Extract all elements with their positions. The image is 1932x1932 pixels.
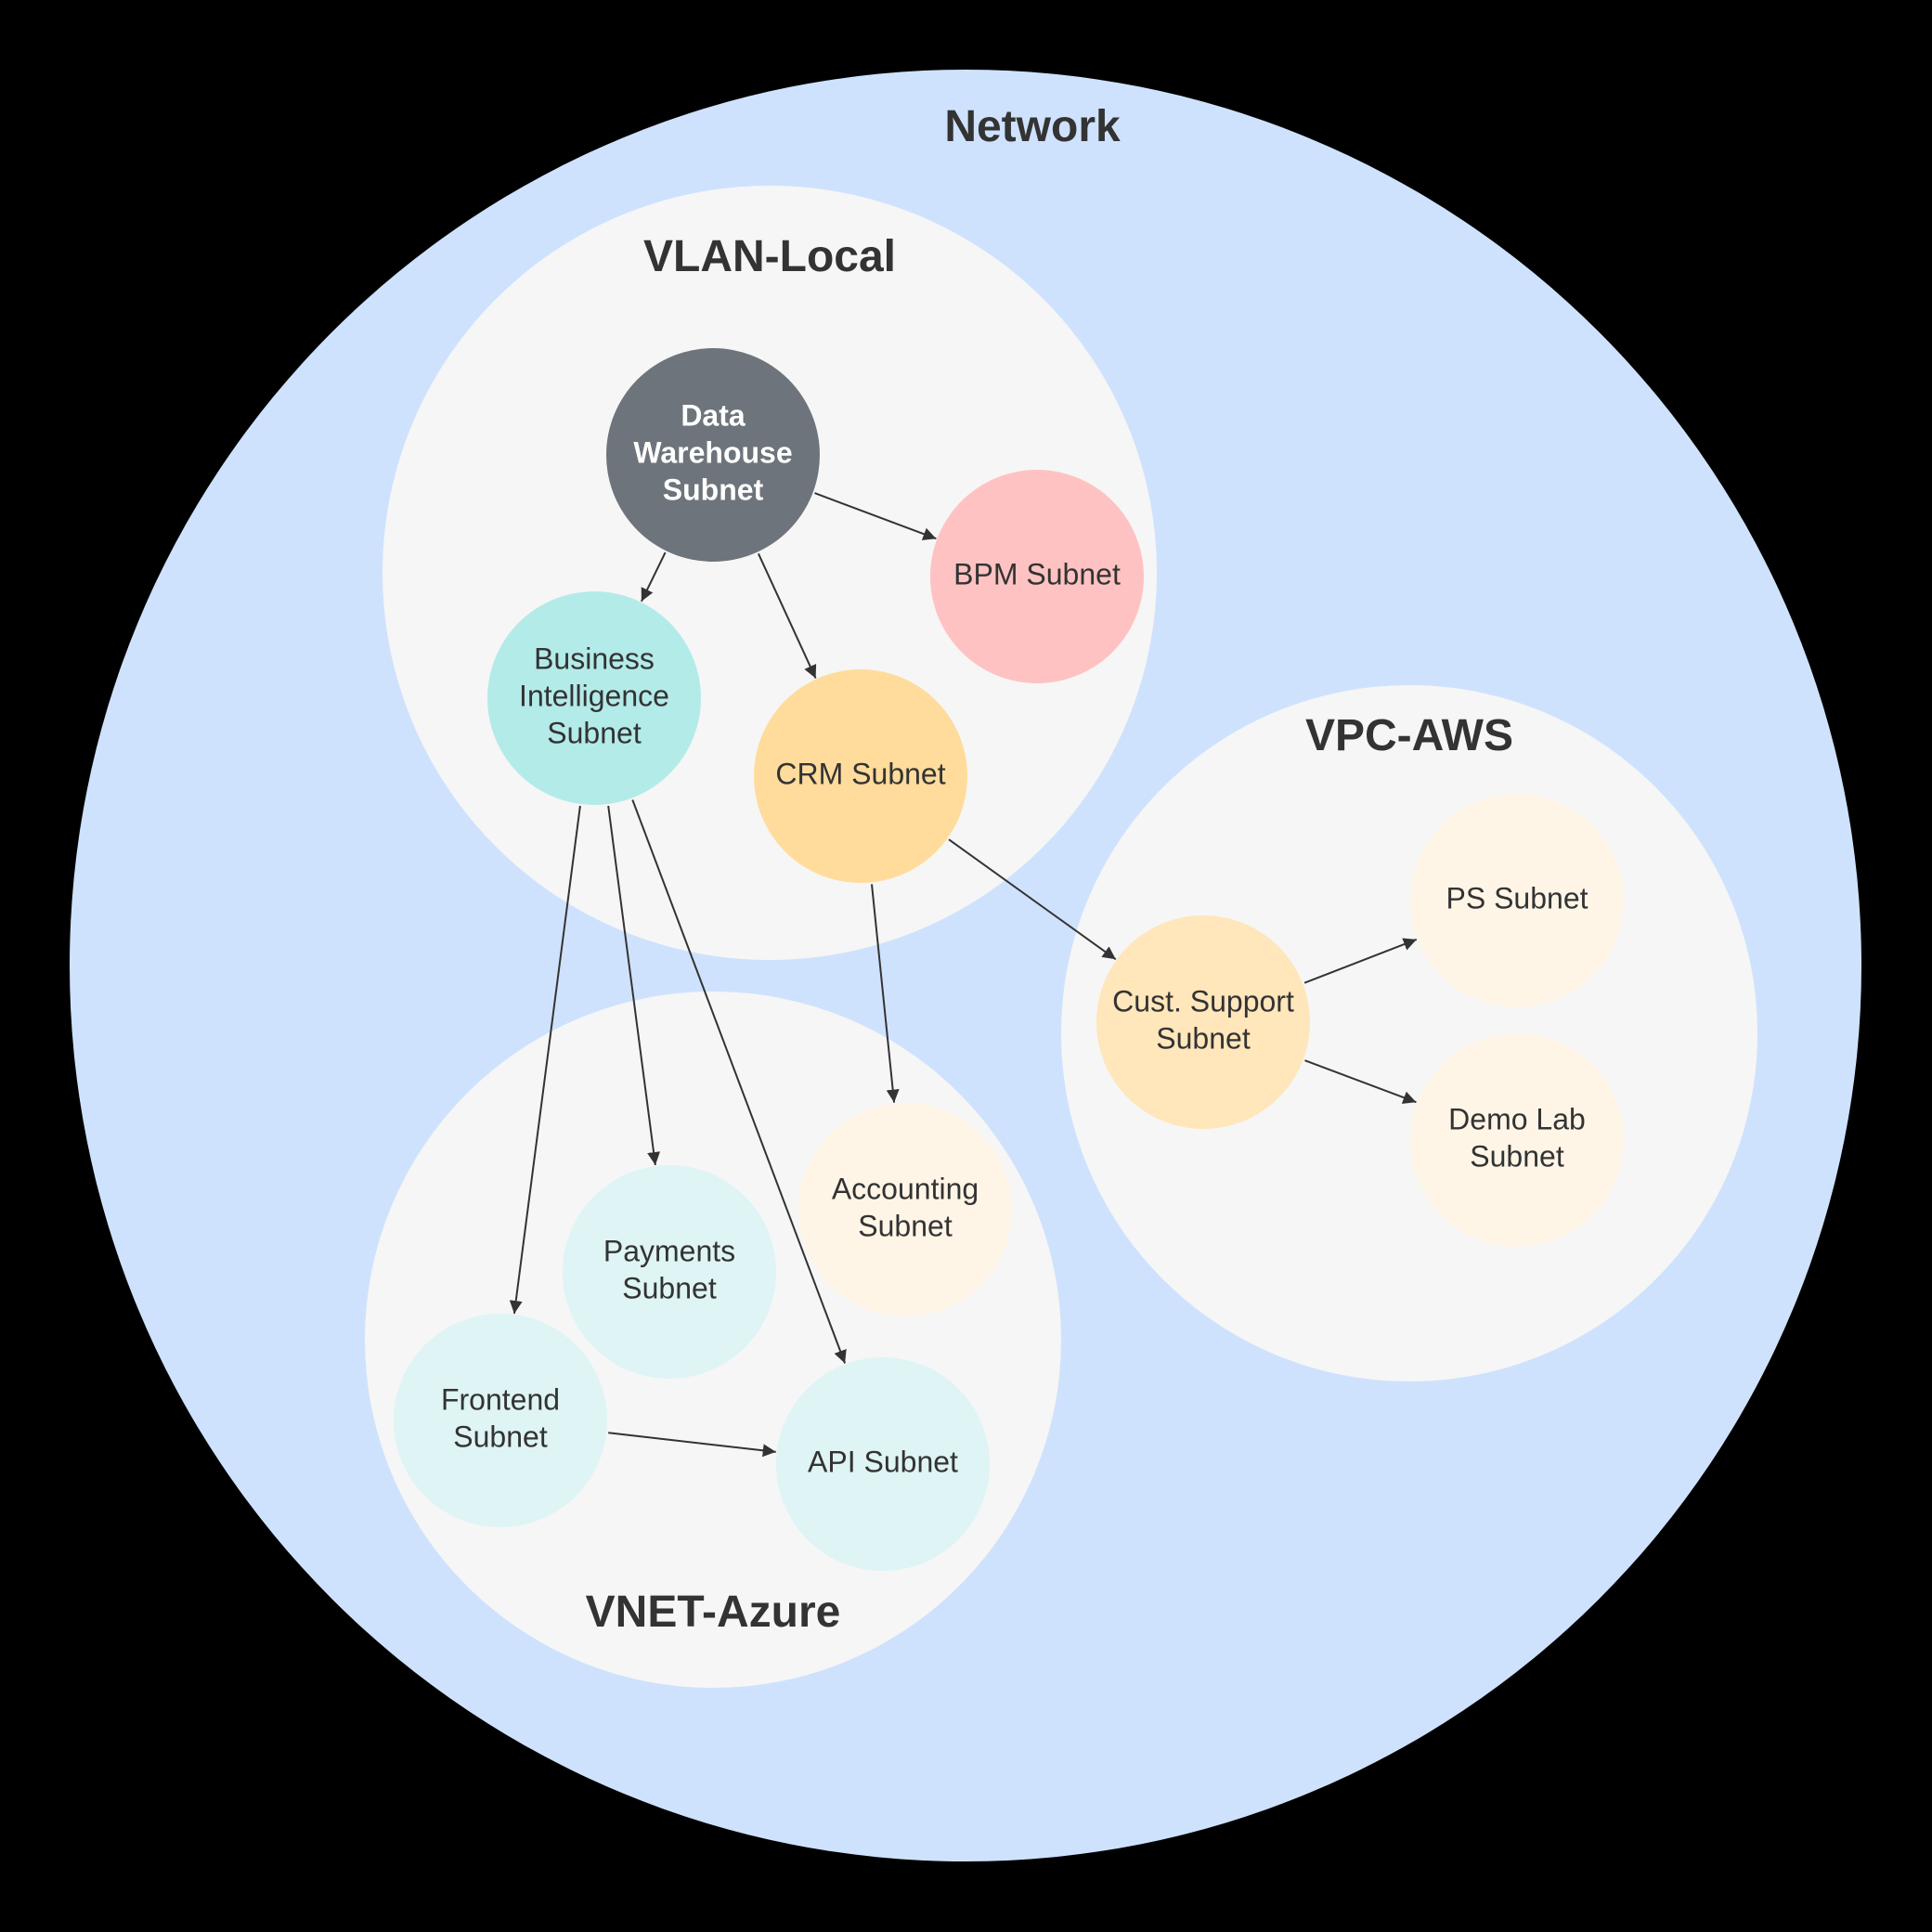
vnet-azure-title: VNET-Azure: [586, 1588, 841, 1637]
edge-bi-to-api: [631, 799, 847, 1364]
node-pay-circle: [563, 1165, 776, 1379]
node-ps: PS Subnet: [1410, 794, 1624, 1007]
node-front-label: Subnet: [453, 1420, 548, 1453]
node-crm: CRM Subnet: [754, 669, 967, 883]
node-bi-label: Subnet: [547, 716, 642, 749]
node-cs-label: Subnet: [1156, 1021, 1251, 1055]
node-acct-label: Subnet: [858, 1209, 953, 1242]
node-acct-label: Accounting: [832, 1172, 979, 1205]
edge-dw-to-bi: [641, 551, 667, 603]
node-acct-circle: [798, 1103, 1012, 1316]
node-api-label: API Subnet: [808, 1445, 958, 1478]
node-demo-circle: [1410, 1033, 1624, 1247]
edge-front-to-api: [608, 1432, 776, 1458]
vpc-aws-title: VPC-AWS: [1305, 711, 1513, 760]
node-bpm: BPM Subnet: [930, 470, 1144, 683]
node-bpm-label: BPM Subnet: [953, 557, 1121, 590]
node-crm-label: CRM Subnet: [775, 757, 945, 790]
edge-crm-to-cs: [948, 838, 1117, 961]
node-cs-circle: [1096, 915, 1310, 1129]
node-pay-label: Subnet: [622, 1271, 717, 1304]
node-dw-label: Subnet: [663, 473, 764, 506]
network-title: Network: [944, 102, 1121, 151]
node-bi-circle: [487, 591, 701, 805]
node-api: API Subnet: [776, 1357, 990, 1571]
node-pay-label: Payments: [603, 1234, 735, 1267]
node-dw-circle: [606, 348, 820, 562]
edge-cs-to-ps: [1303, 938, 1418, 984]
edge-crm-to-acct: [871, 884, 900, 1103]
node-front-circle: [394, 1314, 607, 1527]
vlan-local-title: VLAN-Local: [643, 232, 896, 281]
node-api-circle: [776, 1357, 990, 1571]
node-bpm-circle: [930, 470, 1144, 683]
node-ps-label: PS Subnet: [1446, 881, 1588, 914]
node-demo-label: Demo Lab: [1448, 1102, 1586, 1135]
edge-dw-to-bpm: [814, 492, 937, 540]
node-bi-label: Business: [534, 642, 655, 675]
edge-bi-to-front: [509, 805, 581, 1315]
node-dw-label: Warehouse: [633, 435, 792, 469]
node-bi-label: Intelligence: [519, 679, 669, 712]
node-cs-label: Cust. Support: [1112, 984, 1294, 1018]
edge-cs-to-demo: [1304, 1059, 1417, 1104]
node-demo-label: Subnet: [1470, 1139, 1564, 1173]
edge-bi-to-pay: [607, 805, 661, 1166]
node-crm-circle: [754, 669, 967, 883]
node-dw-label: Data: [681, 398, 746, 432]
node-front-label: Frontend: [441, 1382, 560, 1416]
node-ps-circle: [1410, 794, 1624, 1007]
edge-dw-to-crm: [757, 552, 817, 680]
edges-layer: [509, 492, 1418, 1458]
